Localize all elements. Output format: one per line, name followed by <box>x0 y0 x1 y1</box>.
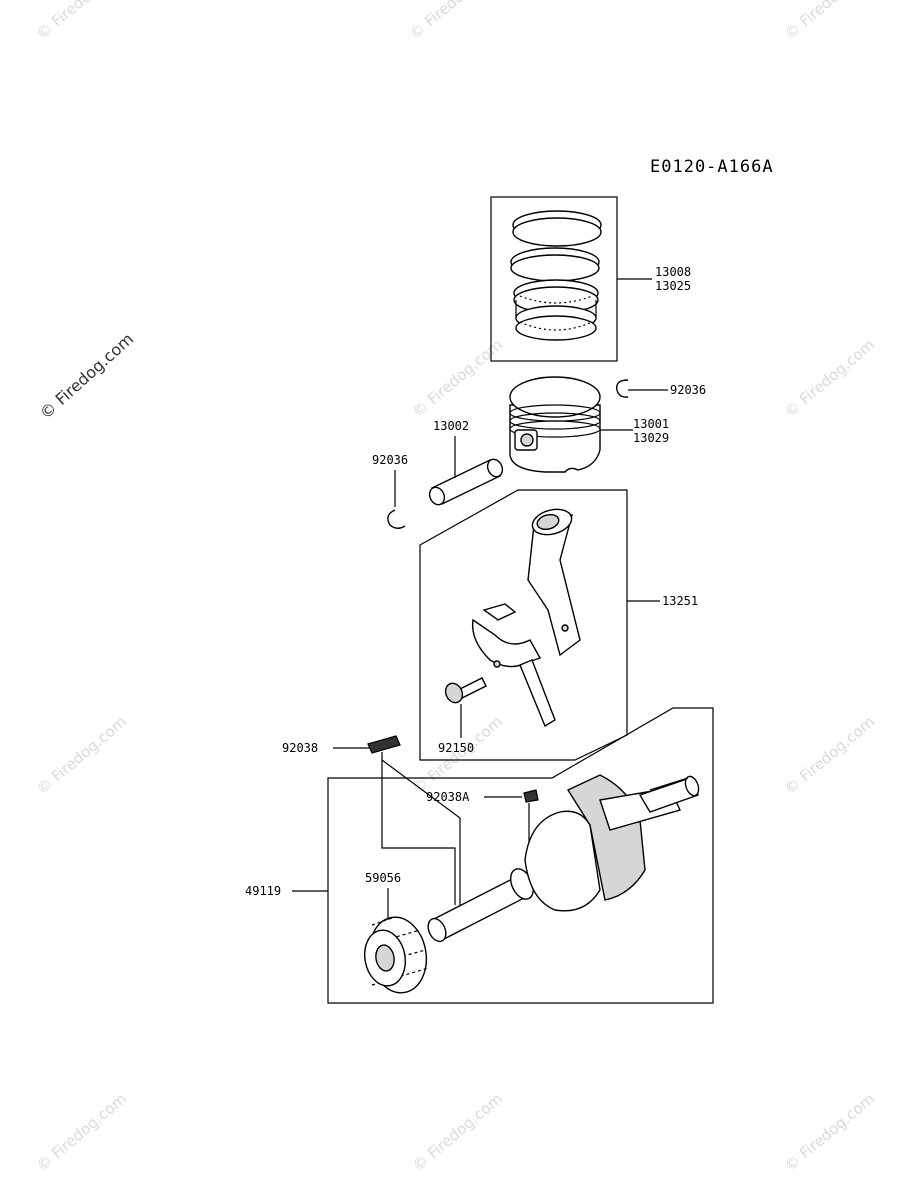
woodruff-key-a <box>523 789 539 803</box>
crankshaft <box>427 774 700 943</box>
part-label-13251: 13251 <box>662 594 698 608</box>
watermark: © Firedog.com <box>781 0 878 43</box>
piston <box>509 376 601 473</box>
watermark-main: © Firedog.com <box>36 329 137 423</box>
part-label-92036-right: 92036 <box>670 383 706 397</box>
woodruff-key <box>367 735 401 754</box>
part-label-13029: 13029 <box>633 431 669 445</box>
watermark: © Firedog.com <box>406 0 503 43</box>
circlip-right <box>616 379 629 398</box>
watermark: © Firedog.com <box>33 1090 130 1175</box>
part-label-92036-left: 92036 <box>372 453 408 467</box>
watermark: © Firedog.com <box>33 713 130 798</box>
part-label-13001: 13001 <box>633 417 669 431</box>
part-label-13002: 13002 <box>433 419 469 433</box>
part-label-13025: 13025 <box>655 279 691 293</box>
watermark: © Firedog.com <box>781 336 878 421</box>
watermark: © Firedog.com <box>409 713 506 798</box>
diagram-code: E0120-A166A <box>650 157 774 177</box>
watermark: © Firedog.com <box>781 713 878 798</box>
crank-gear <box>364 916 429 994</box>
part-label-92038: 92038 <box>282 741 318 755</box>
piston-ring-set <box>490 196 618 362</box>
part-label-13008: 13008 <box>655 265 691 279</box>
watermark: © Firedog.com <box>409 1090 506 1175</box>
part-label-49119: 49119 <box>245 884 281 898</box>
bolt <box>444 677 487 704</box>
piston-pin <box>428 458 504 506</box>
part-label-92150: 92150 <box>438 741 474 755</box>
watermark: © Firedog.com <box>781 1090 878 1175</box>
watermark: © Firedog.com <box>33 0 130 43</box>
circlip-left <box>387 509 406 529</box>
part-label-59056: 59056 <box>365 871 401 885</box>
connecting-rod <box>471 508 581 728</box>
part-label-92038A: 92038A <box>426 790 470 804</box>
